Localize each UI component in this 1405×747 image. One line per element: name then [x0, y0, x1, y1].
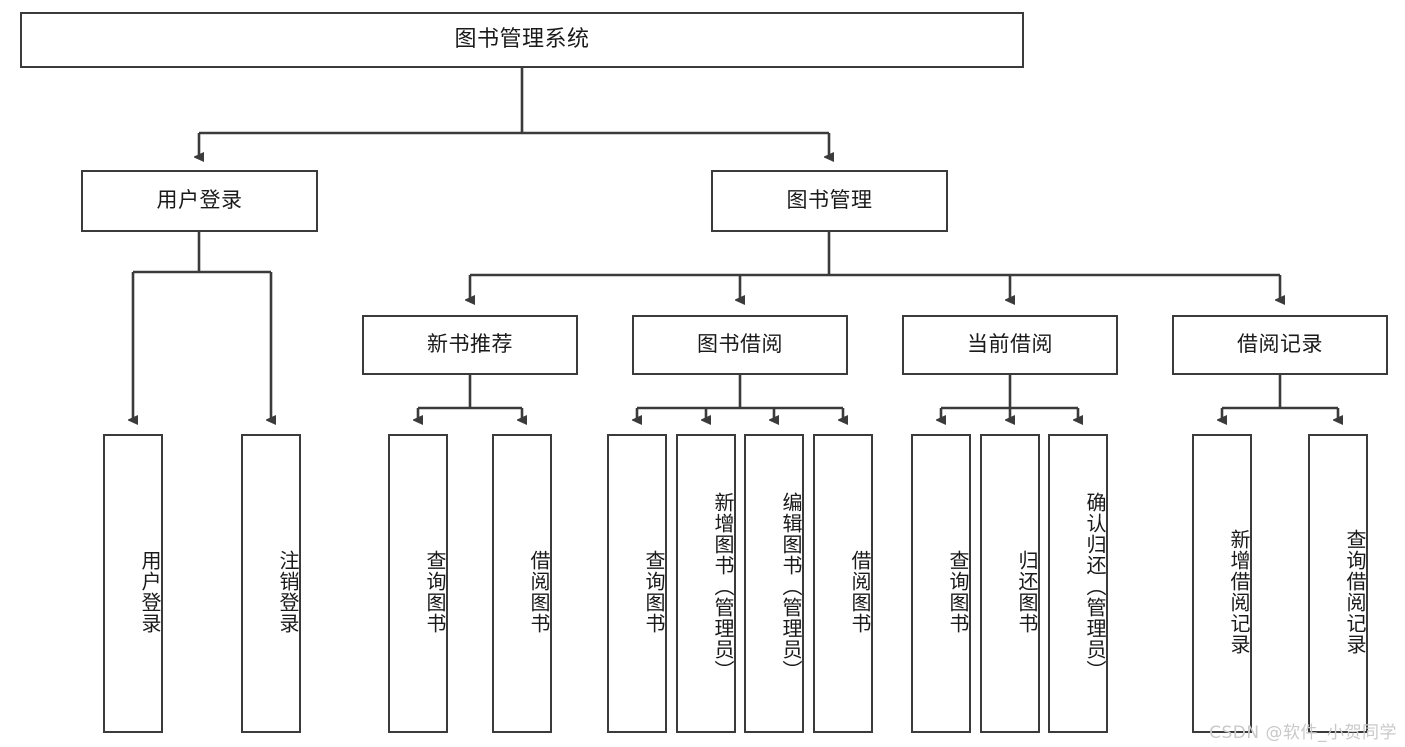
node-current-borrow-label: 当前借阅 — [967, 332, 1053, 357]
node-book-borrow-label: 图书借阅 — [697, 332, 783, 357]
node-leaf-edit-book[interactable]: 编辑图书（管理员） — [744, 434, 804, 733]
node-leaf-borrow-book-1[interactable]: 借阅图书 — [492, 434, 552, 733]
node-leaf-query-book-1[interactable]: 查询图书 — [388, 434, 448, 733]
csdn-watermark: CSDN @软件_小贺同学 — [1209, 723, 1397, 743]
node-leaf-borrow-book-1-label: 借阅图书 — [527, 549, 551, 634]
node-leaf-logout-label: 注销登录 — [276, 549, 300, 634]
node-borrow-record[interactable]: 借阅记录 — [1172, 315, 1388, 375]
node-leaf-edit-book-label: 编辑图书（管理员） — [779, 492, 803, 681]
node-leaf-confirm-return[interactable]: 确认归还（管理员） — [1048, 434, 1108, 733]
node-book-borrow[interactable]: 图书借阅 — [632, 315, 848, 375]
node-leaf-user-login[interactable]: 用户登录 — [103, 434, 163, 733]
node-book-manage[interactable]: 图书管理 — [711, 170, 948, 232]
node-new-book-rec[interactable]: 新书推荐 — [362, 315, 578, 375]
node-leaf-add-book[interactable]: 新增图书（管理员） — [676, 434, 736, 733]
node-leaf-add-book-label: 新增图书（管理员） — [711, 492, 735, 681]
node-leaf-add-record[interactable]: 新增借阅记录 — [1192, 434, 1252, 733]
node-leaf-user-login-label: 用户登录 — [138, 549, 162, 634]
node-leaf-borrow-book-2[interactable]: 借阅图书 — [813, 434, 873, 733]
node-root-label: 图书管理系统 — [454, 26, 590, 52]
node-leaf-return-book-label: 归还图书 — [1015, 549, 1039, 634]
node-root[interactable]: 图书管理系统 — [20, 12, 1024, 68]
node-new-book-rec-label: 新书推荐 — [427, 332, 513, 357]
node-leaf-query-book-2-label: 查询图书 — [642, 549, 666, 634]
node-leaf-return-book[interactable]: 归还图书 — [980, 434, 1040, 733]
node-borrow-record-label: 借阅记录 — [1237, 332, 1323, 357]
node-leaf-query-book-2[interactable]: 查询图书 — [607, 434, 667, 733]
node-user-login[interactable]: 用户登录 — [81, 170, 318, 232]
node-leaf-add-record-label: 新增借阅记录 — [1227, 528, 1251, 655]
node-leaf-query-book-3-label: 查询图书 — [946, 549, 970, 634]
node-book-manage-label: 图书管理 — [786, 188, 873, 213]
node-leaf-logout[interactable]: 注销登录 — [241, 434, 301, 733]
node-leaf-query-book-1-label: 查询图书 — [423, 549, 447, 634]
node-leaf-query-record[interactable]: 查询借阅记录 — [1308, 434, 1368, 733]
node-user-login-label: 用户登录 — [156, 188, 243, 213]
node-current-borrow[interactable]: 当前借阅 — [902, 315, 1118, 375]
node-leaf-confirm-return-label: 确认归还（管理员） — [1083, 492, 1107, 681]
node-leaf-query-book-3[interactable]: 查询图书 — [911, 434, 971, 733]
node-leaf-borrow-book-2-label: 借阅图书 — [848, 549, 872, 634]
node-leaf-query-record-label: 查询借阅记录 — [1343, 528, 1367, 655]
